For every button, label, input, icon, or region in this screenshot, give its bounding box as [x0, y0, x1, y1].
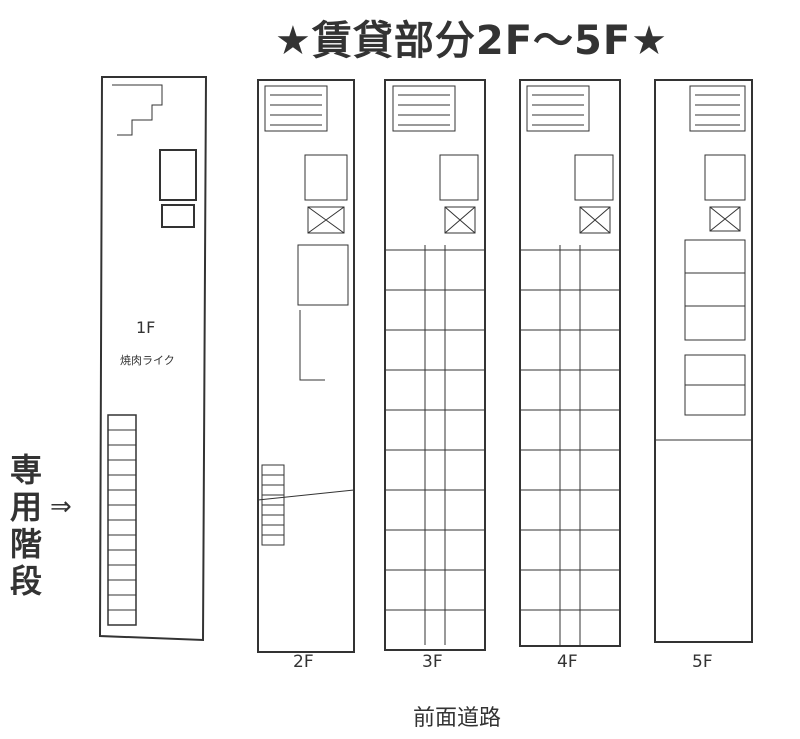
- floor-plan-4f: [519, 79, 621, 647]
- floor-1f-name: 1F: [136, 318, 156, 337]
- floor-plan-5f: [654, 79, 753, 643]
- dedicated-stairs-label: 専用階段: [10, 451, 43, 600]
- floor-plan-3f: [384, 79, 486, 651]
- front-road-label: 前面道路: [413, 706, 502, 731]
- floor-label-5f: 5F: [692, 652, 713, 672]
- floor-1f-tenant: 焼肉ライク: [120, 354, 175, 367]
- floor-label-4f: 4F: [557, 652, 578, 672]
- floor-label-2f: 2F: [293, 652, 314, 672]
- right-arrow-icon: ⇒: [50, 492, 72, 522]
- floor-plan-2f: [257, 79, 355, 653]
- page-title: ★賃貸部分2F～5F★: [275, 18, 669, 64]
- floor-label-3f: 3F: [422, 652, 443, 672]
- floor-plan-1f: [98, 76, 208, 642]
